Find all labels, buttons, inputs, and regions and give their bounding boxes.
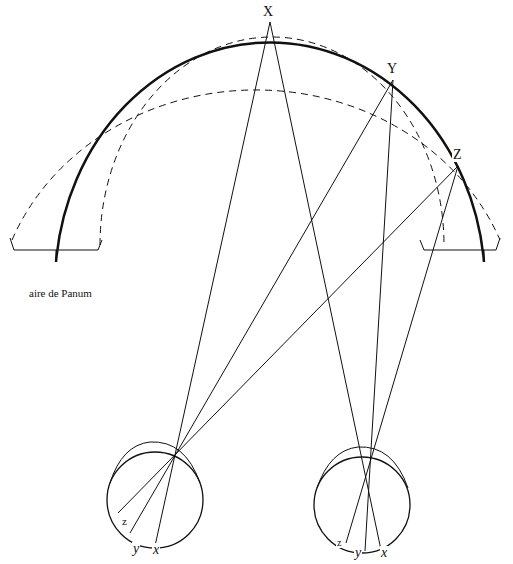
retina-label: z [336,538,342,548]
area-label: aire de Panum [28,288,93,299]
point-label: Y [386,62,398,76]
panum-outer-limit [12,90,500,240]
left-eye [107,452,203,548]
panum-inner-limit [100,37,444,245]
right-cornea [317,447,408,488]
ray [155,22,270,546]
retina-label: y [354,546,362,560]
end-tick [484,250,485,262]
ray [365,80,393,551]
ray [118,166,458,513]
point-label: Z [452,148,463,162]
retina-label: y [132,542,140,556]
ray [346,166,458,543]
left-cornea [110,442,200,483]
retina-label: z [121,516,128,527]
point-label: X [262,5,274,19]
right-eye [314,457,410,553]
end-bracket [10,238,102,250]
retina-label: x [380,546,388,560]
ray [270,22,381,550]
end-tick [56,250,57,262]
ray [130,80,393,533]
horopter-arc [56,42,484,262]
retina-label: x [152,543,160,557]
end-bracket [420,238,500,250]
